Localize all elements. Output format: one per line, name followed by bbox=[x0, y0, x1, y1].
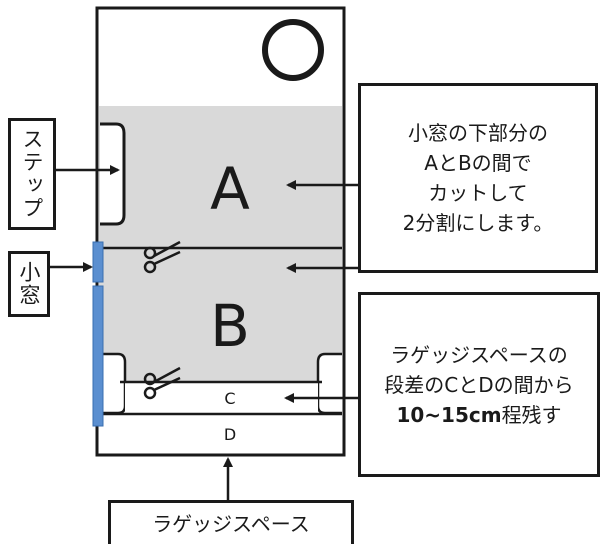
cut-instruction-line-4: 2分割にします。 bbox=[402, 211, 554, 235]
leave-amount: 10~15cm bbox=[396, 402, 502, 427]
scissors-icon bbox=[143, 240, 181, 274]
window-strip-lower bbox=[92, 285, 104, 427]
luggage-space-label: ラゲッジスペース bbox=[152, 511, 310, 536]
small-window-callout: 小窓 bbox=[8, 251, 50, 317]
cut-instruction-callout: 小窓の下部分の AとBの間で カットして 2分割にします。 bbox=[358, 83, 598, 273]
luggage-space-callout: ラゲッジスペース bbox=[108, 500, 354, 544]
scissors-icon bbox=[143, 366, 181, 400]
leave-instruction-callout: ラゲッジスペースの 段差のCとDの間から 10~15cm程残す bbox=[358, 292, 600, 477]
cut-instruction-line-3: カットして bbox=[428, 181, 528, 205]
leave-instruction-line-3: 10~15cm程残す bbox=[396, 400, 561, 430]
leave-suffix: 程残す bbox=[501, 402, 562, 427]
leave-instruction-line-1: ラゲッジスペースの bbox=[390, 342, 568, 367]
luggage-step-right bbox=[316, 352, 342, 415]
region-d-label: D bbox=[223, 425, 237, 444]
leave-instruction-line-2: 段差のCとDの間から bbox=[384, 372, 574, 397]
cut-instruction-line-2: AとBの間で bbox=[424, 151, 532, 175]
small-window-strip bbox=[92, 241, 104, 283]
cut-instruction-line-1: 小窓の下部分の bbox=[407, 121, 548, 145]
panel-region bbox=[99, 106, 342, 382]
small-window-label: 小窓 bbox=[17, 261, 41, 307]
region-c-label: C bbox=[224, 389, 236, 408]
step-bracket bbox=[100, 122, 126, 226]
region-b-label: B bbox=[210, 292, 250, 360]
hatch-circle bbox=[262, 19, 324, 81]
step-label: ステップ bbox=[20, 128, 44, 220]
region-a-label: A bbox=[210, 155, 250, 223]
step-callout: ステップ bbox=[8, 118, 56, 230]
